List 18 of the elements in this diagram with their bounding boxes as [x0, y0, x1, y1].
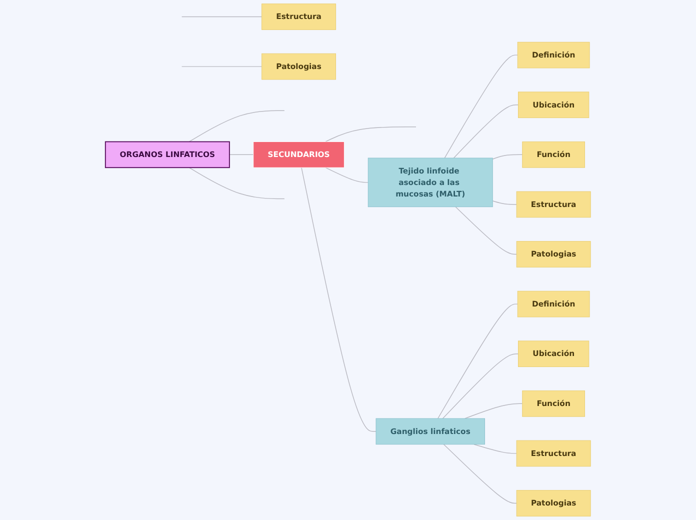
connector [181, 16, 262, 18]
connector [474, 444, 517, 454]
connector [181, 66, 262, 67]
connector [464, 403, 523, 419]
connector [444, 54, 518, 158]
connector [443, 444, 517, 504]
connector [442, 354, 519, 419]
connector [453, 104, 519, 158]
connector [301, 167, 376, 432]
connector [325, 126, 416, 142]
connector [492, 200, 517, 205]
connector [188, 110, 285, 142]
connector [229, 154, 254, 156]
connector [438, 304, 518, 419]
connector [492, 154, 523, 160]
connector [188, 167, 285, 200]
connector [325, 167, 368, 183]
connector [455, 206, 517, 255]
